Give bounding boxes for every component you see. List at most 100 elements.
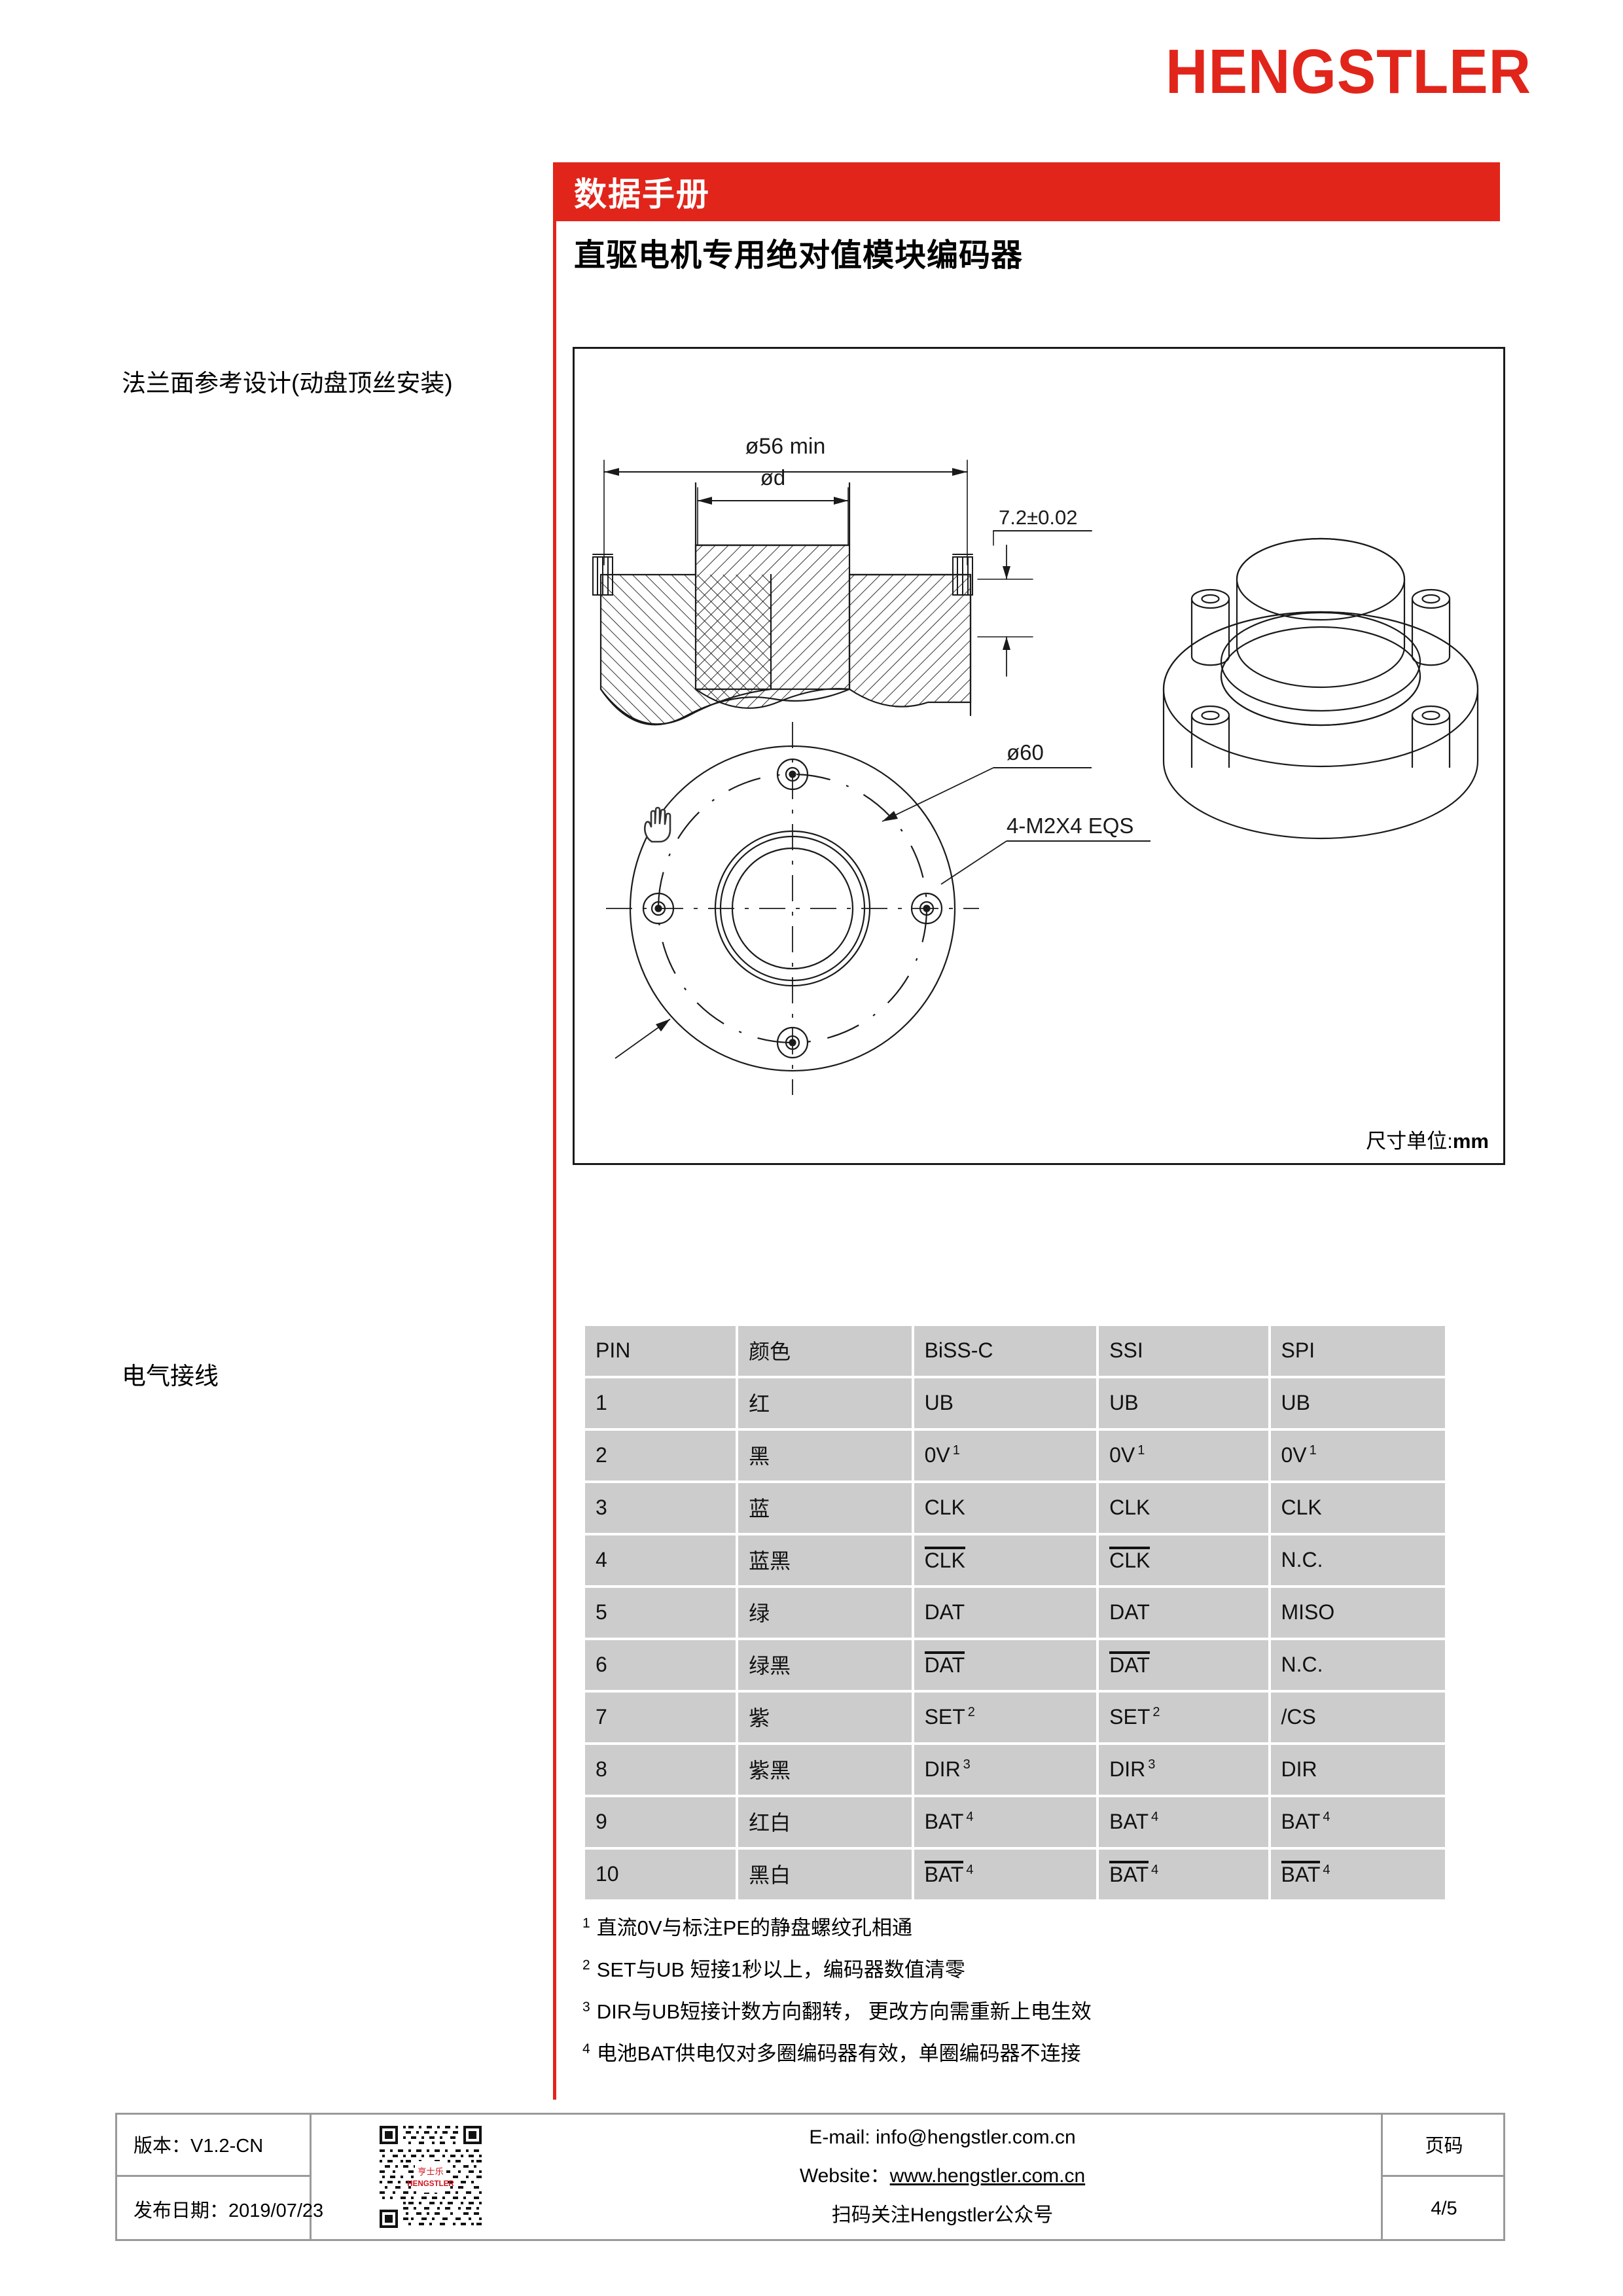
callout-screws-label: 4-M2X4 EQS	[1007, 814, 1133, 838]
email-line: E-mail: info@hengstler.com.cn	[809, 2126, 1076, 2148]
cell-biss: CLK	[914, 1483, 1097, 1533]
cell-color: 红	[738, 1378, 912, 1428]
footnote: 1 直流0V与标注PE的静盘螺纹孔相通	[582, 1911, 1499, 1941]
cell-pin: 10	[585, 1850, 736, 1899]
dim-outer-label: ø56 min	[745, 434, 826, 459]
column-header-4: SPI	[1270, 1326, 1445, 1376]
footer-page-label-cell: 页码	[1381, 2113, 1505, 2177]
footnote-text: DIR与UB短接计数方向翻转， 更改方向需重新上电生效	[596, 2000, 1092, 2023]
cell-color: 红白	[738, 1797, 912, 1847]
cell-spi: /CS	[1270, 1693, 1445, 1742]
units-note: 尺寸单位:mm	[1366, 1124, 1489, 1154]
page-footer: 版本：V1.2-CN 发布日期：2019/07/23	[115, 2113, 1505, 2241]
cell-ssi: CLK	[1099, 1483, 1268, 1533]
cell-pin: 2	[585, 1431, 736, 1480]
cell-pin: 1	[585, 1378, 736, 1428]
cell-spi: MISO	[1270, 1588, 1445, 1638]
footnote: 3 DIR与UB短接计数方向翻转， 更改方向需重新上电生效	[582, 1995, 1499, 2024]
cell-ssi: UB	[1099, 1378, 1268, 1428]
cell-pin: 3	[585, 1483, 736, 1533]
cell-ssi: DAT	[1099, 1640, 1268, 1690]
website-line: Website：www.hengstler.com.cn	[800, 2159, 1085, 2188]
version-label: 版本：V1.2-CN	[134, 2135, 264, 2157]
footnote-marker: 1	[582, 1915, 590, 1931]
qr-code[interactable]: 亨士乐 HENGSTLER	[377, 2123, 484, 2231]
vertical-red-rule	[553, 162, 556, 2100]
cell-color: 绿	[738, 1588, 912, 1638]
qr-logo-cn: 亨士乐	[418, 2166, 444, 2176]
cell-color: 蓝	[738, 1483, 912, 1533]
cell-pin: 7	[585, 1693, 736, 1742]
cell-color: 蓝黑	[738, 1535, 912, 1585]
footer-version-cell: 版本：V1.2-CN	[115, 2113, 312, 2177]
page-label: 页码	[1425, 2135, 1463, 2157]
footer-page-number-cell: 4/5	[1381, 2177, 1505, 2241]
website-label: Website：	[799, 2165, 890, 2187]
technical-drawing-box: ø56 min ød 7.2±0.02	[573, 347, 1505, 1165]
units-prefix: 尺寸单位:	[1366, 1130, 1453, 1153]
website-url[interactable]: www.hengstler.com.cn	[889, 2165, 1086, 2187]
cell-pin: 8	[585, 1745, 736, 1795]
footnote-marker: 4	[582, 2041, 590, 2056]
page-title: 直驱电机专用绝对值模块编码器	[574, 238, 1024, 273]
cell-biss: DAT	[914, 1588, 1097, 1638]
cell-spi: DIR	[1270, 1745, 1445, 1795]
section-label-wiring: 电气接线	[122, 1363, 219, 1390]
footnote-text: 直流0V与标注PE的静盘螺纹孔相通	[596, 1916, 912, 1939]
footnote: 4 电池BAT供电仅对多圈编码器有效，单圈编码器不连接	[582, 2037, 1499, 2066]
dim-bore-label: ød	[760, 465, 786, 490]
column-header-1: 颜色	[738, 1326, 912, 1376]
column-header-3: SSI	[1099, 1326, 1268, 1376]
cell-biss: DAT	[914, 1640, 1097, 1690]
footnote-text: 电池BAT供电仅对多圈编码器有效，单圈编码器不连接	[596, 2042, 1081, 2065]
hengstler-logo: HENGSTLER	[1166, 37, 1531, 107]
cell-spi: N.C.	[1270, 1640, 1445, 1690]
cell-color: 黑白	[738, 1850, 912, 1899]
cell-spi: N.C.	[1270, 1535, 1445, 1585]
cell-color: 紫黑	[738, 1745, 912, 1795]
release-date-label: 发布日期：2019/07/23	[134, 2200, 324, 2221]
document-type-bar: 数据手册	[553, 162, 1500, 221]
cell-biss: UB	[914, 1378, 1097, 1428]
qr-logo-en: HENGSTLER	[407, 2179, 454, 2188]
footer-date-cell: 发布日期：2019/07/23	[115, 2177, 323, 2241]
column-header-2: BiSS-C	[914, 1326, 1097, 1376]
wechat-line: 扫码关注Hengstler公众号	[831, 2204, 1054, 2226]
cell-pin: 6	[585, 1640, 736, 1690]
cell-pin: 4	[585, 1535, 736, 1585]
cell-pin: 9	[585, 1797, 736, 1847]
cell-color: 黑	[738, 1431, 912, 1480]
cell-ssi: DAT	[1099, 1588, 1268, 1638]
cell-biss: CLK	[914, 1535, 1097, 1585]
footnote-text: SET与UB 短接1秒以上，编码器数值清零	[596, 1958, 965, 1981]
units-value: mm	[1452, 1130, 1489, 1153]
footnote-marker: 3	[582, 1999, 590, 2015]
page-number: 4/5	[1431, 2198, 1457, 2219]
cell-spi: UB	[1270, 1378, 1445, 1428]
column-header-0: PIN	[585, 1326, 736, 1376]
section-label-flange: 法兰面参考设计(动盘顶丝安装)	[122, 370, 453, 397]
